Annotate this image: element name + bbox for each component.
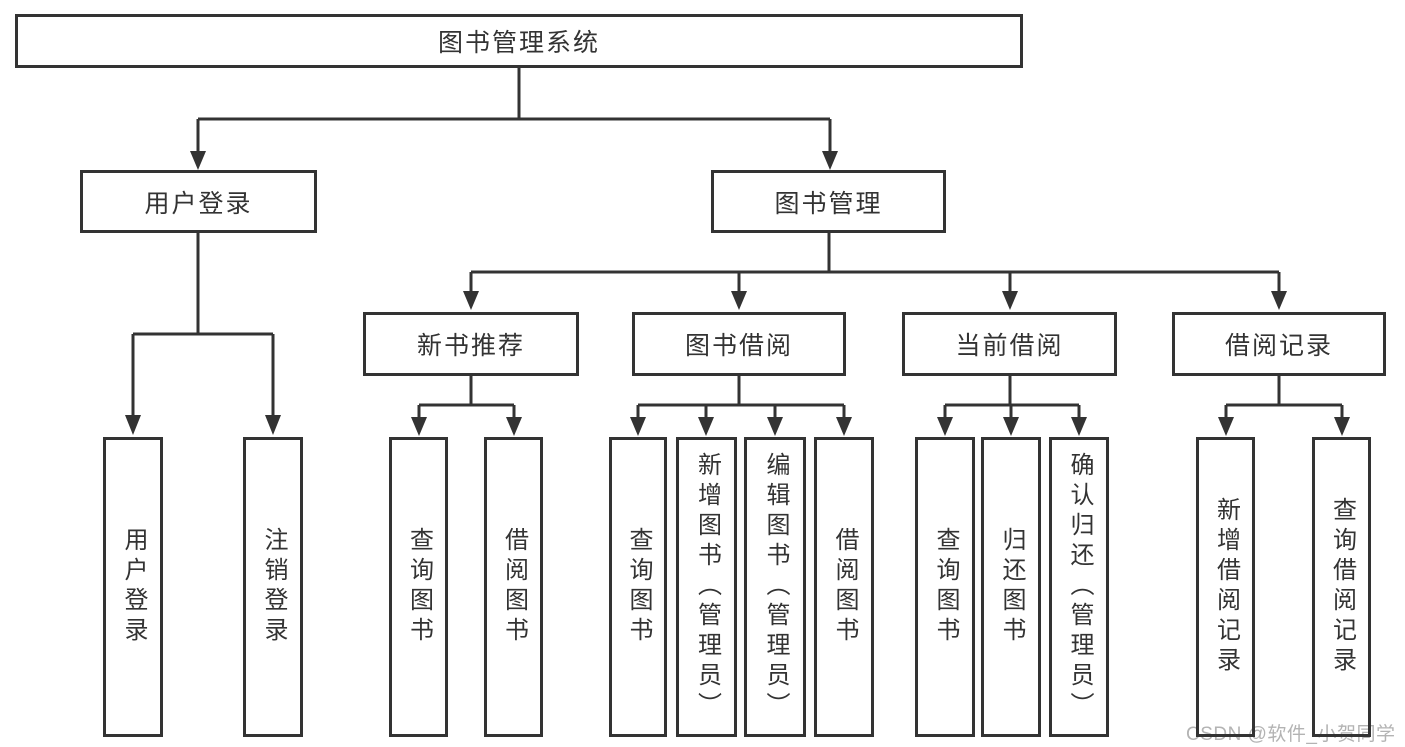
connector-book-management bbox=[463, 233, 1287, 310]
node-book-management-label: 图书管理 bbox=[774, 189, 883, 218]
csdn-watermark: CSDN @软件_小贺同学 bbox=[1186, 724, 1396, 745]
leaf-logout: 注销登录 bbox=[243, 437, 303, 737]
leaf-confirm-return-admin-label: 确认归还（管理员） bbox=[1066, 452, 1093, 722]
leaf-borrow-books-newbooks: 借阅图书 bbox=[484, 437, 543, 737]
leaf-borrow-books-newbooks-label: 借阅图书 bbox=[500, 527, 528, 647]
connector-current-borrowing bbox=[937, 376, 1087, 436]
leaf-query-books-borrowing-label: 查询图书 bbox=[625, 527, 652, 647]
node-book-management: 图书管理 bbox=[711, 170, 946, 233]
leaf-query-books-newbooks: 查询图书 bbox=[389, 437, 448, 737]
node-book-borrowing: 图书借阅 bbox=[632, 312, 846, 376]
leaf-add-book-admin: 新增图书（管理员） bbox=[676, 437, 737, 737]
node-user-login: 用户登录 bbox=[80, 170, 317, 233]
leaf-borrow-books-borrowing: 借阅图书 bbox=[814, 437, 874, 737]
node-book-borrowing-label: 图书借阅 bbox=[684, 332, 793, 360]
node-borrow-records: 借阅记录 bbox=[1172, 312, 1386, 376]
connector-borrow-records bbox=[1218, 376, 1350, 436]
leaf-query-books-current: 查询图书 bbox=[915, 437, 975, 737]
leaf-query-borrow-record-label: 查询借阅记录 bbox=[1328, 497, 1356, 677]
leaf-user-login-label: 用户登录 bbox=[120, 527, 147, 647]
leaf-add-borrow-record: 新增借阅记录 bbox=[1196, 437, 1255, 737]
connector-new-books bbox=[411, 376, 522, 436]
leaf-edit-book-admin: 编辑图书（管理员） bbox=[744, 437, 806, 737]
node-root: 图书管理系统 bbox=[15, 14, 1023, 68]
leaf-confirm-return-admin: 确认归还（管理员） bbox=[1049, 437, 1109, 737]
connector-book-borrowing bbox=[630, 376, 852, 436]
node-borrow-records-label: 借阅记录 bbox=[1224, 332, 1333, 360]
leaf-logout-label: 注销登录 bbox=[260, 527, 287, 647]
leaf-borrow-books-borrowing-label: 借阅图书 bbox=[831, 527, 858, 647]
connector-user-login bbox=[125, 233, 281, 435]
node-current-borrowing-label: 当前借阅 bbox=[955, 332, 1064, 360]
leaf-user-login: 用户登录 bbox=[103, 437, 163, 737]
leaf-add-book-admin-label: 新增图书（管理员） bbox=[693, 452, 721, 722]
node-user-login-label: 用户登录 bbox=[144, 189, 253, 218]
leaf-add-borrow-record-label: 新增借阅记录 bbox=[1212, 497, 1240, 677]
node-current-borrowing: 当前借阅 bbox=[902, 312, 1117, 376]
connector-root bbox=[190, 68, 838, 170]
leaf-return-books: 归还图书 bbox=[981, 437, 1041, 737]
leaf-query-borrow-record: 查询借阅记录 bbox=[1312, 437, 1371, 737]
leaf-return-books-label: 归还图书 bbox=[998, 527, 1025, 647]
leaf-edit-book-admin-label: 编辑图书（管理员） bbox=[762, 452, 789, 722]
leaf-query-books-borrowing: 查询图书 bbox=[609, 437, 667, 737]
node-new-books-label: 新书推荐 bbox=[416, 332, 525, 360]
leaf-query-books-current-label: 查询图书 bbox=[932, 527, 959, 647]
leaf-query-books-newbooks-label: 查询图书 bbox=[405, 527, 433, 647]
node-root-label: 图书管理系统 bbox=[437, 29, 600, 57]
node-new-books: 新书推荐 bbox=[363, 312, 579, 376]
